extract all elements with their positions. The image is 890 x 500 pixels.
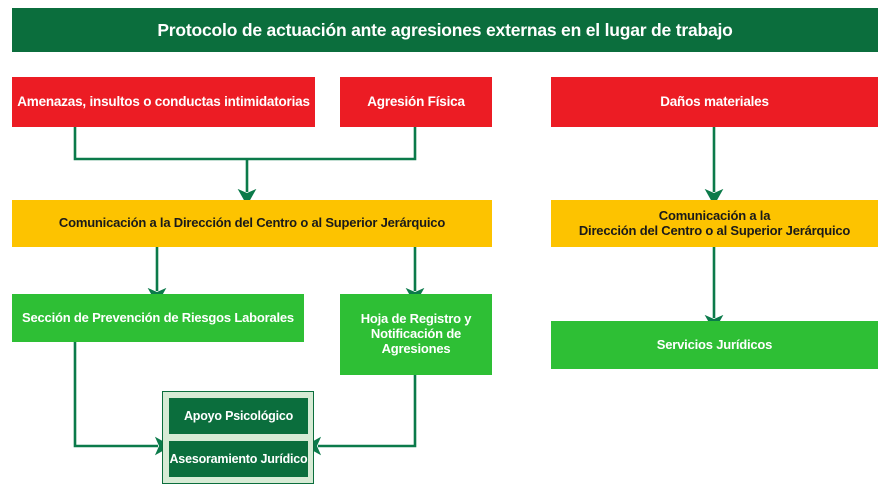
node-legal-services: Servicios Jurídicos [551, 321, 878, 369]
node-material-damage: Daños materiales [551, 77, 878, 127]
communication-right-line-2: Dirección del Centro o al Superior Jerár… [578, 222, 851, 238]
node-record-sheet: Hoja de Registro y Notificación de Agres… [340, 294, 492, 375]
support-group: Apoyo Psicológico Asesoramiento Jurídico [162, 391, 314, 484]
communication-right-line-1: Comunicación a la [658, 207, 771, 223]
node-communication-left: Comunicación a la Dirección del Centro o… [12, 200, 492, 247]
node-threats: Amenazas, insultos o conductas intimidat… [12, 77, 315, 127]
record-sheet-line-2: Notificación de Agresiones [370, 326, 462, 356]
node-physical-aggression: Agresión Física [340, 77, 492, 127]
node-legal-advice: Asesoramiento Jurídico [169, 441, 308, 477]
page-title: Protocolo de actuación ante agresiones e… [12, 8, 878, 52]
record-sheet-line-1: Hoja de Registro y [360, 311, 472, 327]
node-communication-right: Comunicación a la Dirección del Centro o… [551, 200, 878, 247]
node-prevention-section: Sección de Prevención de Riesgos Laboral… [12, 294, 304, 342]
node-psychological-support: Apoyo Psicológico [169, 398, 308, 434]
